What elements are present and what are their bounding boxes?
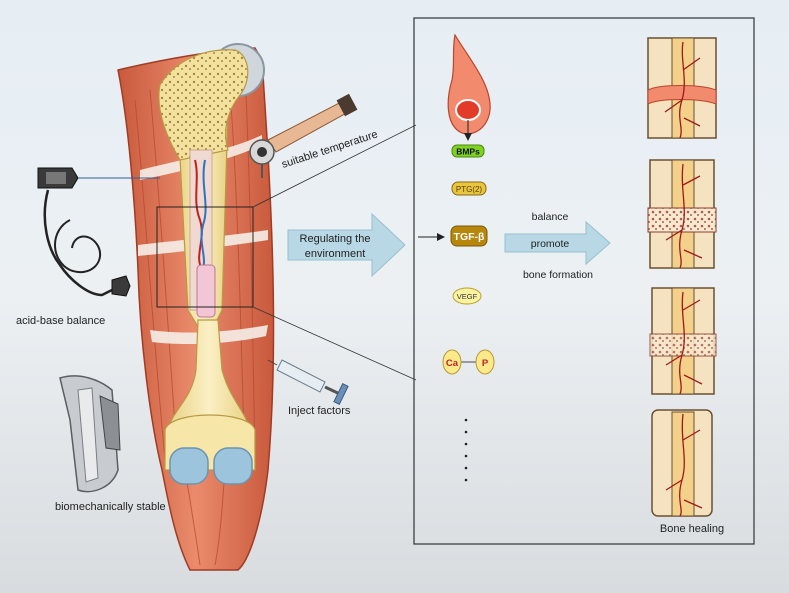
regulating-arrow: [287, 212, 406, 278]
thermometer: [249, 93, 358, 178]
tgf-beta-pill: [450, 225, 488, 247]
healing-stage-4: [651, 409, 713, 517]
regulating-label-line1: Regulating the: [300, 233, 371, 245]
healing-stage-3: [649, 287, 717, 395]
promote-arrow: [504, 220, 611, 266]
inject-factors-label: Inject factors: [288, 405, 351, 417]
detail-panel: [413, 17, 755, 545]
tgf-beta-label: TGF-β: [454, 231, 485, 243]
zoom-line-top: [252, 124, 417, 208]
ca-ion: [442, 349, 462, 375]
femoral-head: [158, 49, 249, 161]
p-label: P: [482, 358, 489, 369]
bone-healing-label: Bone healing: [660, 523, 724, 535]
acid-base-balance-label: acid-base balance: [16, 315, 105, 327]
vegf-label: VEGF: [457, 292, 478, 301]
p-ion: [475, 349, 495, 375]
regulating-label-line2: environment: [305, 248, 366, 260]
biomechanically-stable-label: biomechanically stable: [55, 501, 166, 513]
zoom-region: [156, 206, 254, 308]
knee-cartilage-right: [213, 447, 253, 485]
healing-stage-1: [647, 37, 717, 139]
syringe: [267, 359, 349, 405]
more-factors-ellipsis: [464, 418, 468, 482]
healing-stage-2: [647, 159, 717, 269]
vegf-pill: [452, 287, 482, 305]
leg-illustration: [117, 43, 275, 571]
promote-label: promote: [531, 238, 570, 250]
implant-rod: [196, 264, 216, 318]
ca-label: Ca: [446, 358, 459, 369]
bone-formation-label: bone formation: [523, 269, 593, 281]
ptgs-label: PTG(2): [456, 185, 483, 194]
balance-label: balance: [532, 211, 569, 223]
zoom-line-bottom: [252, 306, 417, 381]
ptgs-pill: [451, 181, 487, 196]
knee-cartilage-left: [169, 447, 209, 485]
bmps-label: BMPs: [456, 147, 480, 157]
splint-device: [59, 375, 121, 493]
ph-probe: [37, 167, 160, 297]
bmps-pill: [451, 144, 485, 158]
